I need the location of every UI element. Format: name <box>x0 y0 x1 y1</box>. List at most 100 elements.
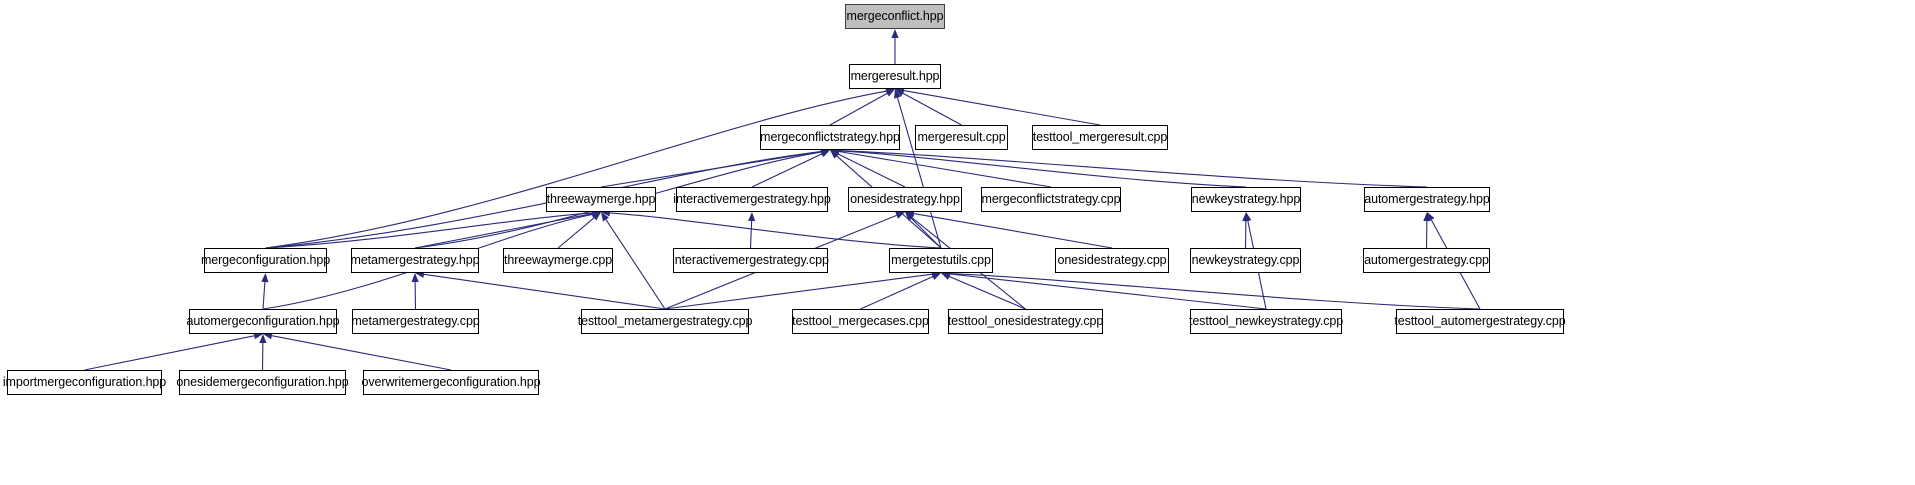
graph-node-label: threewaymerge.cpp <box>503 253 613 268</box>
graph-node-label: testtool_onesidestrategy.cpp <box>947 314 1104 329</box>
graph-edge-arrowhead <box>895 89 905 97</box>
graph-node-label: onesidemergeconfiguration.hpp <box>176 375 349 390</box>
graph-node-onesidestrategy-hpp[interactable]: onesidestrategy.hpp <box>848 187 962 212</box>
graph-edge-arrowhead <box>830 150 840 158</box>
graph-node-metamergestrategy-hpp[interactable]: metamergestrategy.hpp <box>350 248 480 273</box>
graph-node-mergetestutils-cpp[interactable]: mergetestutils.cpp <box>889 248 993 273</box>
graph-edge <box>838 150 1428 188</box>
graph-edge-arrowhead <box>1244 212 1252 222</box>
graph-node-testtool-onesidestrategy-cpp[interactable]: testtool_onesidestrategy.cpp <box>948 309 1103 334</box>
graph-node-label: metamergestrategy.hpp <box>350 253 480 268</box>
graph-node-newkeystrategy-hpp[interactable]: newkeystrategy.hpp <box>1191 187 1301 212</box>
graph-node-testtool-newkeystrategy-cpp[interactable]: testtool_newkeystrategy.cpp <box>1188 309 1344 334</box>
graph-edge <box>271 335 452 371</box>
graph-edge-arrowhead <box>261 273 269 283</box>
graph-edge-arrowhead <box>905 212 914 221</box>
graph-node-label: testtool_mergecases.cpp <box>792 314 929 329</box>
graph-edge-arrowhead <box>411 273 419 283</box>
graph-edge <box>949 273 1481 310</box>
graph-node-label: mergetestutils.cpp <box>891 253 991 268</box>
graph-node-label: mergeconflict.hpp <box>846 9 944 24</box>
graph-node-newkeystrategy-cpp[interactable]: newkeystrategy.cpp <box>1190 248 1301 273</box>
graph-node-mergeconflictstrategy-cpp[interactable]: mergeconflictstrategy.cpp <box>981 187 1121 212</box>
graph-edge <box>838 150 1052 188</box>
graph-edge-arrowhead <box>259 334 267 344</box>
graph-node-label: threewaymerge.hpp <box>546 192 656 207</box>
graph-node-testtool-automergestrategy-cpp[interactable]: testtool_automergestrategy.cpp <box>1394 309 1566 334</box>
graph-node-label: newkeystrategy.hpp <box>1191 192 1301 207</box>
graph-node-label: importmergeconfiguration.hpp <box>2 375 167 390</box>
graph-node-label: overwritemergeconfiguration.hpp <box>361 375 541 390</box>
graph-edge <box>600 150 822 188</box>
graph-node-interactivemergestrategy-cpp[interactable]: interactivemergestrategy.cpp <box>672 248 829 273</box>
graph-edge-arrowhead <box>1423 212 1431 222</box>
graph-node-threewaymerge-cpp[interactable]: threewaymerge.cpp <box>503 248 613 273</box>
graph-edge <box>265 212 593 249</box>
graph-node-testtool-mergeresult-cpp[interactable]: testtool_mergeresult.cpp <box>1032 125 1168 150</box>
graph-node-testtool-mergecases-cpp[interactable]: testtool_mergecases.cpp <box>792 309 929 334</box>
graph-edge-arrowhead <box>891 29 899 38</box>
graph-node-mergeconfiguration-hpp[interactable]: mergeconfiguration.hpp <box>200 248 331 273</box>
graph-edge-arrowhead <box>895 212 905 219</box>
graph-edge <box>837 153 906 188</box>
graph-edge-arrowhead <box>591 211 601 218</box>
graph-node-mergeresult-hpp[interactable]: mergeresult.hpp <box>849 64 941 89</box>
graph-node-onesidemergeconfiguration-hpp[interactable]: onesidemergeconfiguration.hpp <box>176 370 349 395</box>
graph-node-automergeconfiguration-hpp[interactable]: automergeconfiguration.hpp <box>186 309 340 334</box>
graph-node-label: mergeconflictstrategy.cpp <box>981 192 1121 207</box>
graph-node-testtool-metamergestrategy-cpp[interactable]: testtool_metamergestrategy.cpp <box>578 309 752 334</box>
graph-edge-arrowhead <box>1242 212 1250 222</box>
graph-node-mergeresult-cpp[interactable]: mergeresult.cpp <box>915 125 1008 150</box>
graph-node-metamergestrategy-cpp[interactable]: metamergestrategy.cpp <box>351 309 480 334</box>
graph-node-label: interactivemergestrategy.hpp <box>673 192 831 207</box>
graph-edge <box>84 335 255 371</box>
graph-edge-arrowhead <box>931 273 941 280</box>
graph-node-label: mergeconfiguration.hpp <box>200 253 331 268</box>
graph-edge <box>903 90 1101 126</box>
graph-node-importmergeconfiguration-hpp[interactable]: importmergeconfiguration.hpp <box>3 370 166 395</box>
graph-edge <box>913 213 1113 249</box>
graph-edge <box>557 217 595 249</box>
graph-edge-arrowhead <box>591 212 601 221</box>
graph-node-label: automergeconfiguration.hpp <box>186 314 340 329</box>
graph-edge-arrowhead <box>820 150 830 158</box>
graph-edge-arrowhead <box>905 212 915 221</box>
graph-node-label: onesidestrategy.cpp <box>1057 253 1167 268</box>
graph-edge <box>896 97 942 249</box>
graph-node-overwritemergeconfiguration-hpp[interactable]: overwritemergeconfiguration.hpp <box>361 370 541 395</box>
graph-node-label: automergestrategy.hpp <box>1364 192 1490 207</box>
graph-edge <box>265 90 887 249</box>
graph-edge <box>664 273 933 310</box>
graph-edge <box>949 273 1267 310</box>
graph-edge-arrowhead <box>941 273 951 280</box>
graph-edge <box>414 213 593 249</box>
graph-node-label: interactivemergestrategy.cpp <box>672 253 829 268</box>
graph-edge-arrowhead <box>885 89 895 97</box>
graph-node-mergeconflict-hpp[interactable]: mergeconflict.hpp <box>845 4 945 29</box>
graph-node-automergestrategy-cpp[interactable]: automergestrategy.cpp <box>1363 248 1490 273</box>
graph-edge-arrowhead <box>748 212 756 222</box>
graph-edge <box>423 273 666 310</box>
graph-edge <box>838 150 1247 188</box>
graph-node-threewaymerge-hpp[interactable]: threewaymerge.hpp <box>546 187 656 212</box>
graph-node-label: testtool_newkeystrategy.cpp <box>1188 314 1344 329</box>
graph-node-label: testtool_automergestrategy.cpp <box>1394 314 1566 329</box>
graph-node-label: testtool_mergeresult.cpp <box>1032 130 1168 145</box>
graph-node-label: onesidestrategy.hpp <box>850 192 960 207</box>
graph-node-onesidestrategy-cpp[interactable]: onesidestrategy.cpp <box>1055 248 1169 273</box>
graph-edge-arrowhead <box>894 89 901 99</box>
graph-edge <box>751 153 823 188</box>
graph-edge-arrowhead <box>601 212 609 222</box>
graph-node-label: testtool_metamergestrategy.cpp <box>577 314 753 329</box>
graph-node-label: mergeresult.hpp <box>850 69 940 84</box>
graph-node-label: mergeresult.cpp <box>917 130 1006 145</box>
graph-node-interactivemergestrategy-hpp[interactable]: interactivemergestrategy.hpp <box>673 187 831 212</box>
graph-node-mergeconflictstrategy-hpp[interactable]: mergeconflictstrategy.hpp <box>760 125 900 150</box>
graph-node-label: mergeconflictstrategy.hpp <box>760 130 900 145</box>
graph-edge <box>749 220 753 249</box>
graph-node-label: automergestrategy.cpp <box>1364 253 1489 268</box>
graph-node-automergestrategy-hpp[interactable]: automergestrategy.hpp <box>1364 187 1490 212</box>
graph-edge <box>609 212 942 249</box>
graph-node-label: metamergestrategy.cpp <box>351 314 480 329</box>
